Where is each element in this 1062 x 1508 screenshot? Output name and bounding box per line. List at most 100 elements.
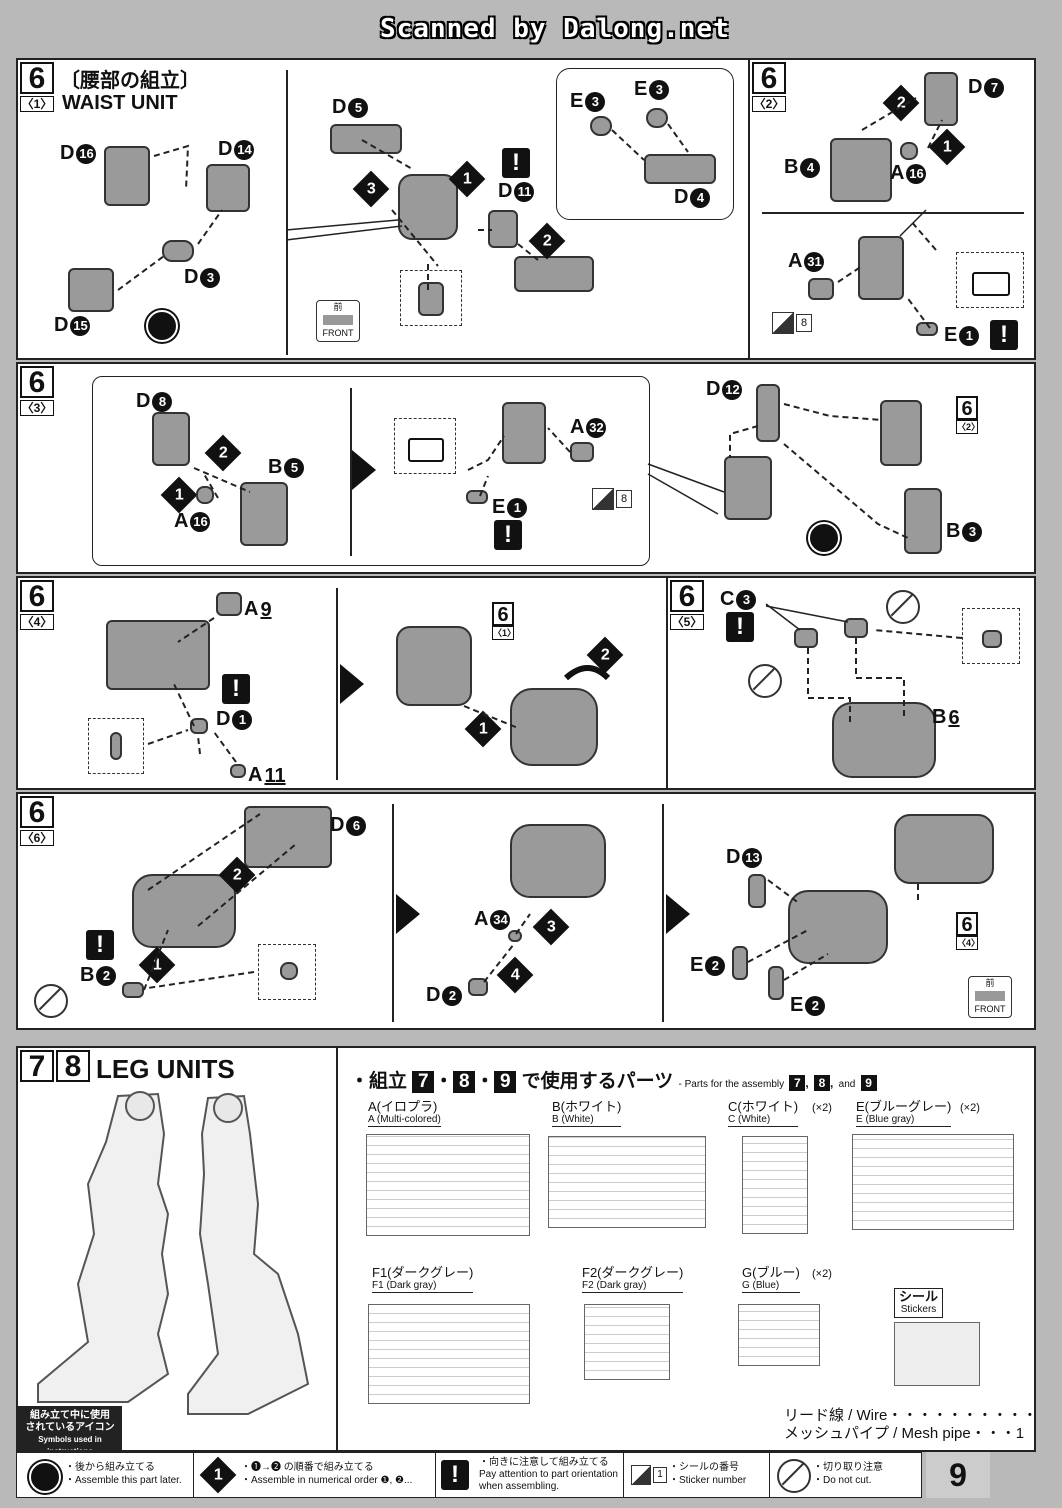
- runner-e-qty: (×2): [960, 1102, 980, 1114]
- numbered-order-icon: 1: [199, 1456, 237, 1494]
- detail-box: [400, 270, 462, 326]
- legend-item: ・シールの番号・Sticker number: [669, 1462, 747, 1486]
- substep-label: 〈3〉: [20, 400, 54, 416]
- part-d12: [756, 384, 780, 442]
- runner-c: [742, 1136, 808, 1234]
- part-d6: [244, 806, 332, 868]
- substep-label: 〈5〉: [670, 614, 704, 630]
- part-d8: [152, 412, 190, 466]
- detail-part: [982, 630, 1002, 648]
- detail-part: [280, 962, 298, 980]
- part-d4-lower: [514, 256, 594, 292]
- step-number: 6: [752, 62, 786, 94]
- part-d15: [68, 268, 114, 312]
- reference-step: 6〈4〉: [956, 912, 981, 950]
- step-number-8: 8: [56, 1050, 90, 1082]
- part-e2: [732, 946, 748, 980]
- part-e2: [768, 966, 784, 1000]
- part-a32: [570, 442, 594, 462]
- legend-item: ・後から組み立てる・Assemble this part later.: [65, 1462, 182, 1486]
- detail-part: [110, 732, 122, 760]
- part-e3: [590, 116, 612, 136]
- runner-f1: [368, 1304, 530, 1404]
- shield-part: [502, 402, 546, 464]
- sticker-number-sample: 1: [653, 1467, 667, 1483]
- assembled-waist-side: [858, 236, 904, 300]
- step-number: 6: [20, 62, 54, 94]
- warning-icon: !: [990, 320, 1018, 350]
- part-d16: [104, 146, 150, 206]
- sticker-sheet: [894, 1322, 980, 1386]
- page-number: 9: [926, 1452, 990, 1498]
- detail-box: [956, 252, 1024, 308]
- section-title: LEG UNITS: [96, 1054, 235, 1084]
- part-a34: [508, 930, 522, 942]
- section-title-en: WAIST UNIT: [62, 92, 178, 114]
- runner-f2: [584, 1304, 670, 1380]
- detail-box: [258, 944, 316, 1000]
- part-e1: [466, 490, 488, 504]
- part-a16: [900, 142, 918, 160]
- warning-icon: !: [494, 520, 522, 550]
- runner-g-qty: (×2): [812, 1268, 832, 1280]
- do-not-cut-icon: [886, 590, 920, 624]
- leg-illustration: [37, 1091, 310, 1415]
- warning-icon: !: [222, 674, 250, 704]
- skirt-front-assembled: [510, 688, 598, 766]
- sticker-detail-icon: [972, 272, 1010, 296]
- runner-g: [738, 1304, 820, 1366]
- part-d13: [748, 874, 766, 908]
- warning-icon: !: [502, 148, 530, 178]
- detail-box: [88, 718, 144, 774]
- wire-count: リード線 / Wire・・・・・・・・・・・1: [784, 1407, 1036, 1424]
- detail-box: [962, 608, 1020, 664]
- step-number: 6: [20, 796, 54, 828]
- runner-c-qty: (×2): [812, 1102, 832, 1114]
- part-d7: [924, 72, 958, 126]
- runner-f2-label: F2(ダークグレー)F2 (Dark gray): [582, 1265, 684, 1293]
- do-not-cut-icon: [777, 1459, 811, 1493]
- scan-credit: Scanned by Dalong.net: [380, 14, 730, 44]
- part-a11: [230, 764, 246, 778]
- sticker-number: 8: [616, 490, 632, 508]
- detail-box: [394, 418, 456, 474]
- part-b6: [832, 702, 936, 778]
- runner-a-label: A(イロプラ)A (Multi-colored): [368, 1099, 441, 1127]
- next-arrow-icon: [352, 450, 376, 490]
- step-number: 6: [670, 580, 704, 612]
- part-b5: [240, 482, 288, 546]
- next-arrow-icon: [666, 894, 690, 934]
- part-a9: [216, 592, 242, 616]
- assemble-later-icon: [146, 310, 178, 342]
- warning-icon: !: [726, 612, 754, 642]
